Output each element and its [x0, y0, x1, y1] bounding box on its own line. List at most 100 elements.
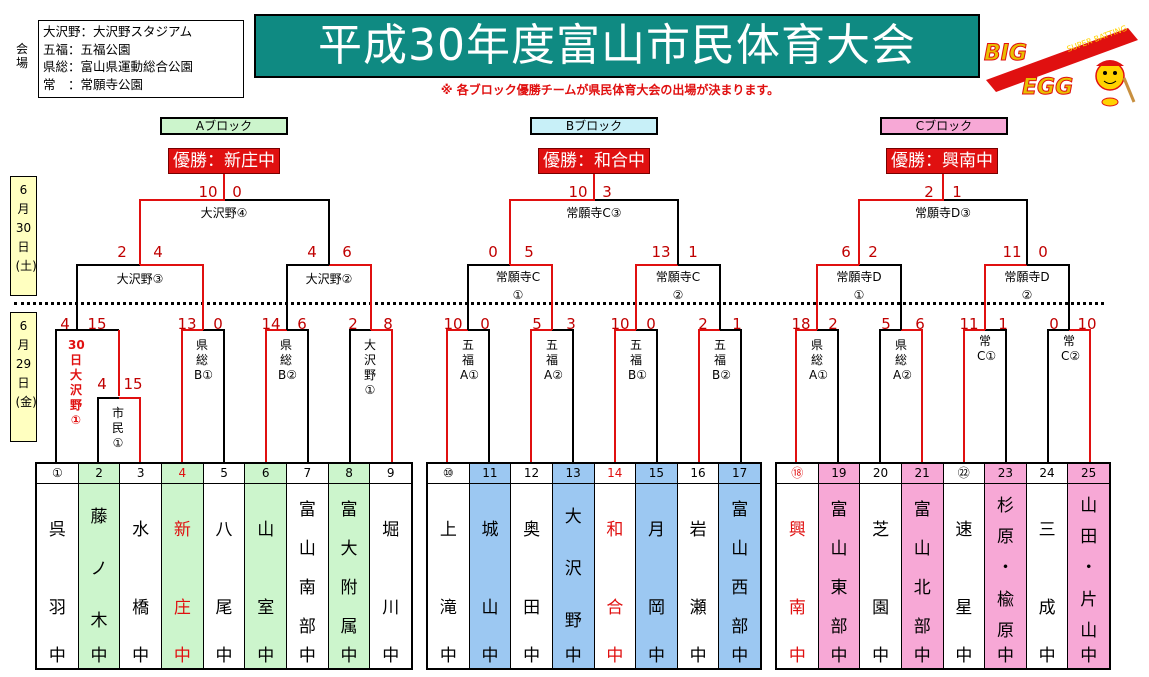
team-suffix: 中: [1080, 646, 1098, 666]
team-name-char: 原: [996, 620, 1014, 641]
team-number: ①: [37, 464, 78, 484]
team-name-char: 附: [340, 578, 358, 598]
team-name-char: 藤: [90, 506, 108, 527]
team-suffix: 中: [173, 646, 191, 666]
score: 0: [646, 315, 656, 333]
match-label: 大沢野④: [200, 206, 248, 220]
team-name-char: 興: [788, 519, 806, 540]
team-name: 八尾中: [204, 484, 245, 668]
venue-label: 会場: [15, 42, 28, 70]
bracket-line: [55, 329, 119, 462]
team-number: 21: [901, 464, 943, 484]
team-name: 月岡中: [636, 484, 677, 668]
venue-line: 五福：五福公園: [43, 41, 131, 57]
team-name-char: 大: [340, 539, 358, 559]
date-box-day1: 6月29日(金): [10, 312, 37, 442]
match-label-vertical: 市民①: [111, 406, 124, 450]
team-name-char: 合: [606, 597, 624, 618]
team-name: 大沢野中: [553, 484, 594, 668]
venue-box: 大沢野：大沢野スタジアム 五福：五福公園 県総：富山県運動総合公園 常 ：常願寺…: [38, 20, 244, 98]
team-name: 奥田中: [511, 484, 552, 668]
score: 4: [60, 315, 70, 333]
team-name-char: 速: [955, 519, 973, 540]
team-number: 14: [594, 464, 636, 484]
team-name: 堀川中: [370, 484, 411, 668]
score: 10: [443, 315, 463, 333]
team-name-char: 木: [90, 610, 108, 631]
score: 0: [213, 315, 223, 333]
team-suffix: 中: [606, 646, 624, 666]
block-label-a: Aブロック: [160, 117, 288, 135]
score: 2: [868, 243, 878, 261]
logo-text-1: BIG: [984, 41, 1027, 66]
team-name: 山田・片山中: [1068, 484, 1109, 668]
match-label: 常願寺D③: [915, 206, 971, 220]
team-name: 富山西部中: [719, 484, 760, 668]
team-name-char: 羽: [48, 597, 66, 618]
date-text: 6月29日(金): [15, 319, 37, 409]
match-label-vertical: 県総A①: [809, 338, 828, 382]
match-label-vertical: 大沢野①: [363, 338, 376, 397]
score: 10: [1077, 315, 1097, 333]
team-name-char: 瀬: [689, 597, 707, 618]
score: 0: [1049, 315, 1059, 333]
score: 1: [688, 243, 698, 261]
team-name-char: 楡: [996, 589, 1014, 610]
match-label: 常願寺C: [495, 270, 541, 284]
team-suffix: 中: [996, 646, 1014, 666]
team-name: 富大附属中: [329, 484, 370, 668]
bracket-line: [858, 174, 944, 265]
team-name-char: 三: [1038, 519, 1056, 540]
team-suffix: 中: [298, 646, 316, 666]
team-name-char: 和: [606, 519, 624, 540]
team-suffix: 中: [48, 646, 66, 666]
team-number: 25: [1068, 464, 1109, 484]
match-label: ②: [1021, 288, 1033, 302]
team-suffix: 中: [439, 646, 457, 666]
team-name-char: 芝: [872, 519, 890, 540]
champion-a: 優勝：新庄中: [168, 148, 280, 174]
team-name: 和合中: [595, 484, 636, 668]
bracket-line: [509, 174, 595, 265]
team-number: 2: [78, 464, 120, 484]
score: 4: [307, 243, 317, 261]
score: 4: [153, 243, 163, 261]
bracket-line: [901, 329, 923, 462]
team-name-char: 室: [257, 597, 275, 618]
champion-c: 優勝：興南中: [886, 148, 998, 174]
team-suffix: 中: [90, 646, 108, 666]
score: 11: [1002, 243, 1022, 261]
team-name: 山室中: [245, 484, 286, 668]
day-divider: [14, 302, 1104, 305]
match-label: ①: [853, 288, 865, 302]
team-name: 水橋中: [120, 484, 161, 668]
bracket-line: [530, 329, 552, 462]
score: 14: [261, 315, 281, 333]
match-label-vertical: 常C②: [1061, 334, 1081, 363]
bracket-line: [265, 329, 287, 462]
score: 3: [566, 315, 576, 333]
team-name-char: 南: [788, 597, 806, 618]
venue-line: 大沢野：大沢野スタジアム: [43, 24, 193, 39]
score: 3: [602, 183, 612, 201]
match-label-vertical: 五福B②: [712, 338, 731, 382]
score: 10: [568, 183, 588, 201]
team-name-char: 部: [298, 617, 316, 637]
team-name-char: ・: [1080, 558, 1098, 579]
team-number: 3: [120, 464, 162, 484]
score: 6: [915, 315, 925, 333]
team-name-char: 沢: [564, 558, 582, 579]
